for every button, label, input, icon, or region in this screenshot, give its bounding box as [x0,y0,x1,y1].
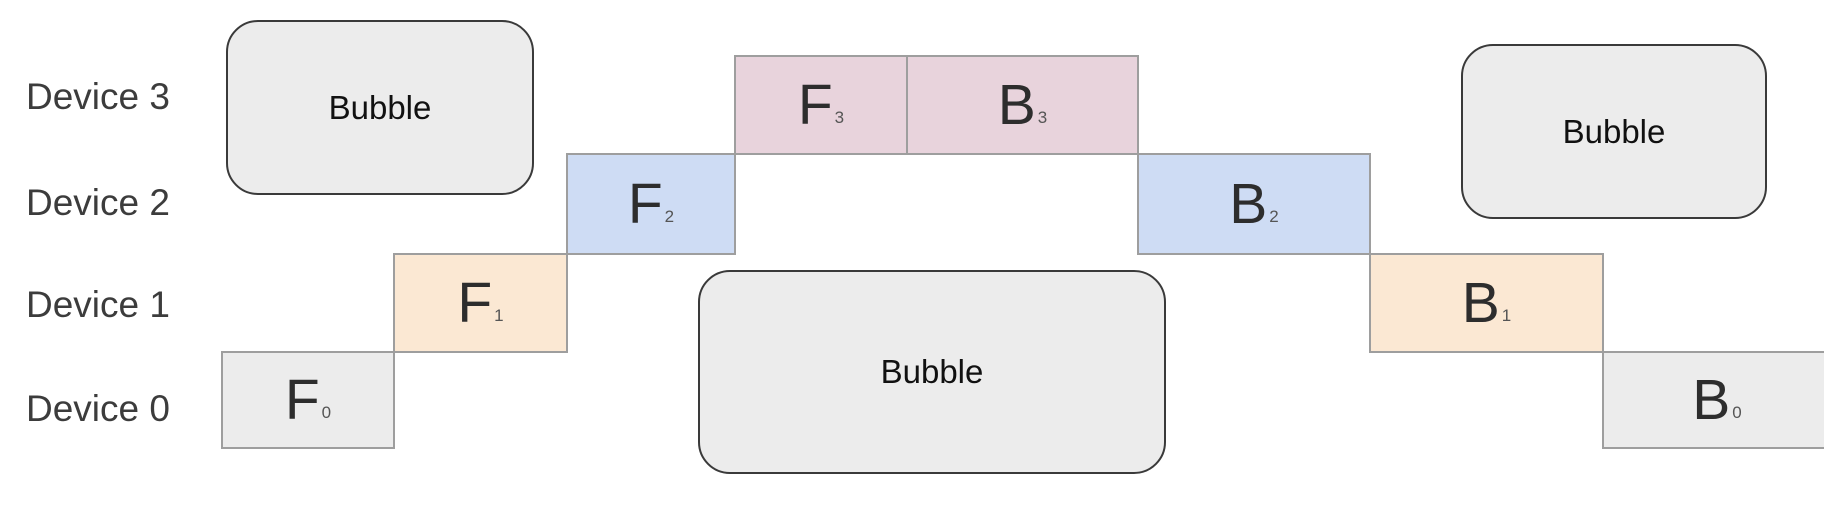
forward-symbol: F [457,270,493,335]
backward-subscript: 3 [1037,107,1048,127]
bubble-center: Bubble [698,270,1166,474]
backward-subscript: 1 [1501,305,1512,325]
forward-symbol: F [284,367,320,432]
backward-subscript: 2 [1269,206,1279,226]
device-label-3: Device 3 [26,76,170,117]
device-label-2: Device 2 [26,182,170,223]
forward-symbol: F [627,171,663,236]
forward-symbol: F [797,72,833,137]
backward-symbol: B [1692,367,1731,432]
forward-subscript: 1 [494,305,504,325]
backward-subscript: 0 [1732,402,1742,422]
forward-subscript: 0 [321,402,332,422]
backward-symbol: B [1229,171,1268,236]
device-label-0: Device 0 [26,388,170,429]
forward-subscript: 2 [664,206,675,226]
backward-symbol: B [1461,270,1500,335]
device-label-1: Device 1 [26,284,170,325]
bubble-top-left: Bubble [226,20,534,195]
backward-symbol: B [997,72,1036,137]
bubble-top-right: Bubble [1461,44,1767,219]
forward-subscript: 3 [834,107,845,127]
